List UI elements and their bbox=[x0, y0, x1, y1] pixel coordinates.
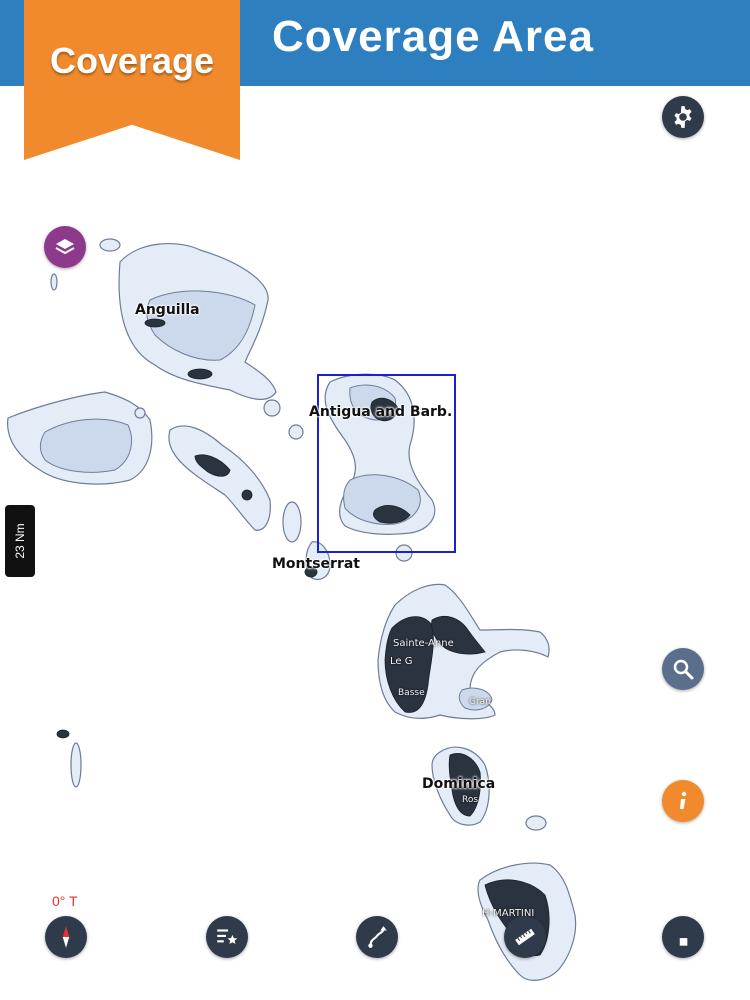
compass-icon bbox=[62, 926, 70, 948]
islet bbox=[50, 273, 58, 291]
map-label-montserrat: Montserrat bbox=[272, 556, 360, 572]
islet bbox=[525, 815, 547, 831]
islet bbox=[263, 399, 281, 417]
islet bbox=[288, 424, 304, 440]
islet bbox=[70, 742, 82, 788]
favorites-button[interactable] bbox=[206, 916, 248, 958]
search-button[interactable] bbox=[662, 648, 704, 690]
route-icon bbox=[368, 926, 387, 948]
layers-icon bbox=[55, 239, 75, 255]
selection-box[interactable] bbox=[317, 374, 456, 553]
info-icon bbox=[680, 791, 687, 809]
settings-button[interactable] bbox=[662, 96, 704, 138]
map-label-grand: Gran bbox=[469, 697, 491, 707]
map-label-martinique: H-MARTINI bbox=[482, 908, 535, 919]
ribbon-label: Coverage bbox=[49, 40, 215, 81]
scale-label: 23 Nm bbox=[13, 523, 27, 559]
info-button[interactable] bbox=[662, 780, 704, 822]
st-kitts-bank bbox=[168, 425, 271, 531]
stop-icon bbox=[679, 938, 688, 946]
islet bbox=[282, 501, 302, 543]
map-label-anguilla: Anguilla bbox=[135, 302, 200, 318]
map-label-basse: Basse bbox=[398, 688, 425, 698]
gear-icon bbox=[674, 106, 692, 128]
star-list-icon bbox=[217, 929, 238, 945]
map-label-dominica: Dominica bbox=[422, 776, 496, 792]
scale-bar: 23 Nm bbox=[5, 505, 35, 577]
islet bbox=[134, 407, 146, 419]
layers-button[interactable] bbox=[44, 226, 86, 268]
search-icon bbox=[673, 659, 694, 680]
map-label-sainte-anne: Sainte-Anne bbox=[393, 638, 454, 649]
route-button[interactable] bbox=[356, 916, 398, 958]
heading-readout: 0° T bbox=[52, 893, 78, 909]
measure-button[interactable] bbox=[504, 916, 546, 958]
map-label-le-gosier: Le G bbox=[390, 656, 413, 667]
stop-button[interactable] bbox=[662, 916, 704, 958]
compass-button[interactable] bbox=[45, 916, 87, 958]
ruler-icon bbox=[515, 928, 535, 946]
map-label-roseau: Ros bbox=[462, 795, 479, 805]
page-title: Coverage Area bbox=[272, 12, 594, 61]
map-label-antigua: Antigua and Barb. bbox=[309, 404, 453, 420]
islet bbox=[99, 238, 121, 252]
